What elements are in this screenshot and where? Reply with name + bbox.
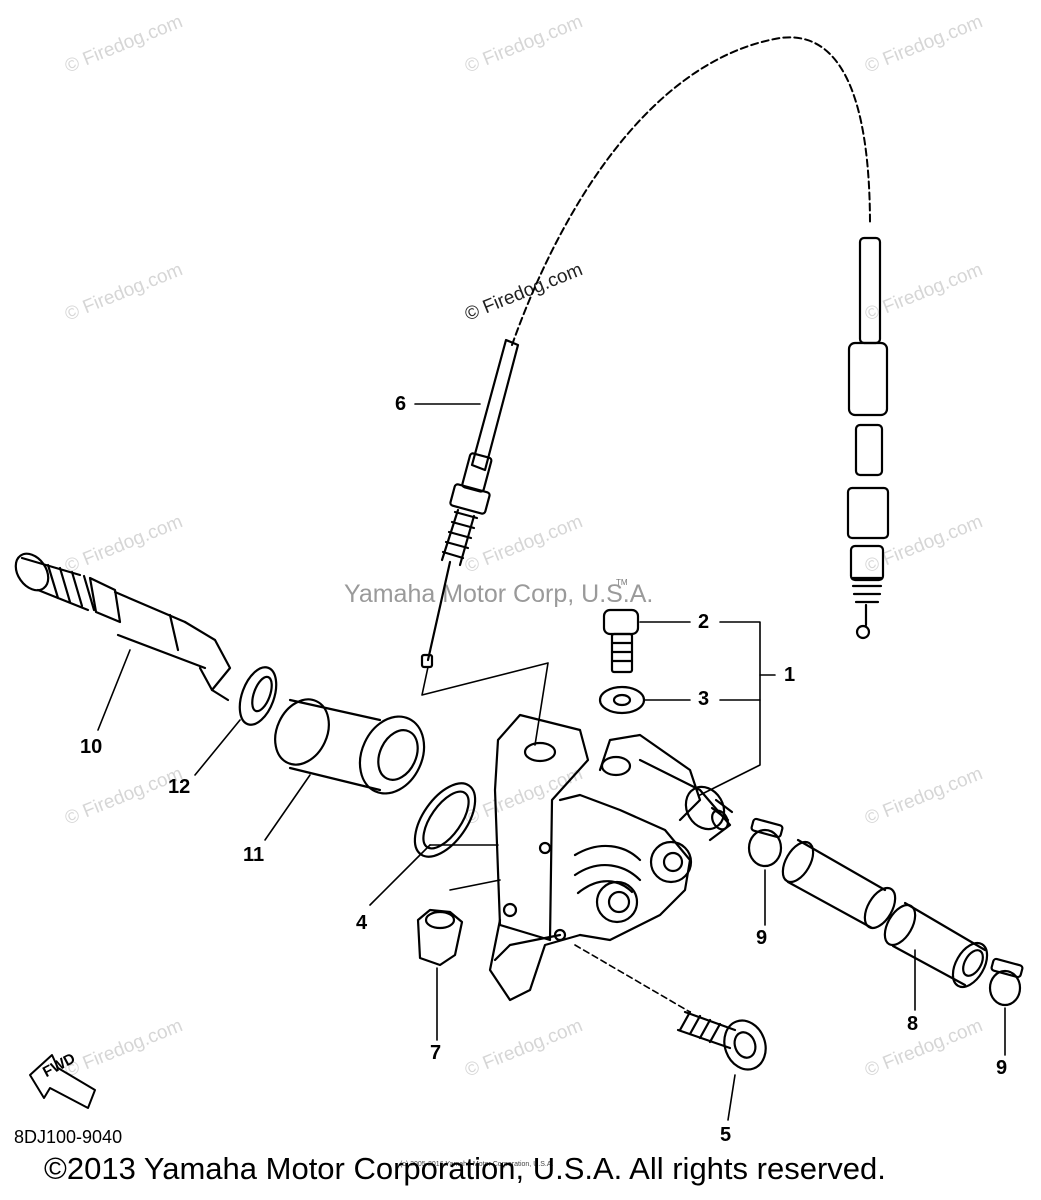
hose-upper <box>781 838 897 930</box>
callout-9-upper: 9 <box>756 927 768 949</box>
callout-11: 11 <box>243 844 265 866</box>
callout-2: 2 <box>698 611 710 633</box>
callout-7: 7 <box>430 1042 442 1064</box>
nut <box>416 908 464 967</box>
callout-9-lower: 9 <box>996 1057 1008 1079</box>
callout-6: 6 <box>395 393 407 415</box>
hose-clamp-upper <box>747 817 784 868</box>
sleeve <box>274 698 426 795</box>
cable-arc <box>511 36 871 346</box>
cable-end-right <box>846 236 890 640</box>
fwd-arrow <box>29 1054 96 1109</box>
callout-4: 4 <box>356 912 368 934</box>
callout-5: 5 <box>720 1124 732 1146</box>
washer-top <box>598 685 646 715</box>
trademark-mark: TM <box>616 578 628 587</box>
center-watermark: Yamaha Motor Corp, U.S.A. <box>344 580 654 608</box>
cable-end-left <box>420 338 520 669</box>
o-ring <box>413 782 477 858</box>
bolt-bottom <box>676 1010 767 1071</box>
hose-clamp-lower <box>988 957 1024 1007</box>
callout-10: 10 <box>80 736 103 758</box>
shaft-gear <box>14 552 232 702</box>
callout-3: 3 <box>698 688 710 710</box>
tiny-credit: (c) 2005-2016 Yamaha Motor Corporation, … <box>400 1161 554 1168</box>
linkage-line <box>421 662 549 746</box>
callout-12: 12 <box>168 776 191 798</box>
washer <box>238 666 278 726</box>
valve-body <box>488 713 734 1002</box>
bolt-top <box>602 608 640 674</box>
drawing-number: 8DJ100-9040 <box>14 1127 123 1147</box>
callout-1: 1 <box>784 664 796 686</box>
hose-lower <box>883 901 989 989</box>
copyright-notice: ©2013 Yamaha Motor Corporation, U.S.A. A… <box>44 1151 886 1186</box>
callout-8: 8 <box>907 1013 919 1035</box>
